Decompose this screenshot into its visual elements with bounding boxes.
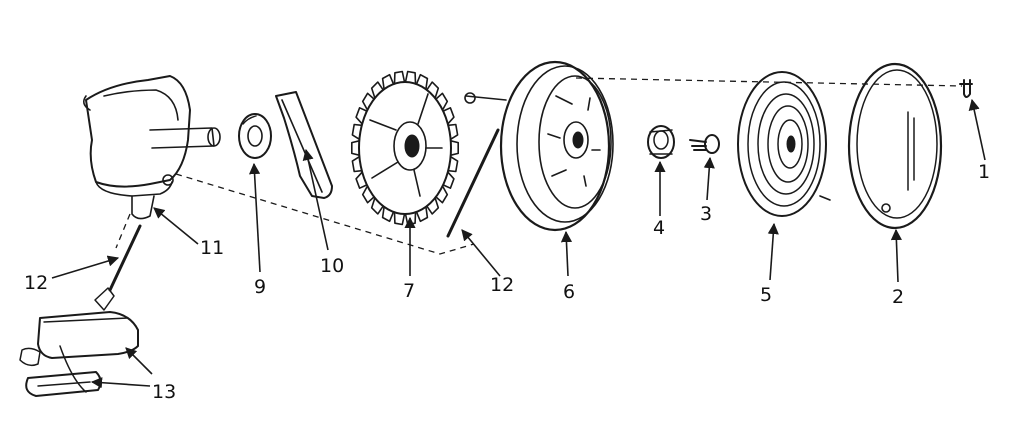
callout-labels: 1 2 3 4 5 6 7 9 10 11 12 12 13 <box>24 161 990 403</box>
callout-7: 7 <box>403 280 415 302</box>
callout-6: 6 <box>563 281 575 303</box>
sprocket-tooth <box>442 171 455 189</box>
callout-2: 2 <box>892 286 904 308</box>
washer-part <box>238 113 272 159</box>
rope-part <box>108 128 500 292</box>
sprocket-part <box>351 70 459 226</box>
sprocket-tooth <box>351 140 361 156</box>
recoil-spring-part <box>737 71 831 217</box>
sprocket-tooth <box>393 211 406 226</box>
callout-12-left: 12 <box>24 272 48 294</box>
sprocket-tooth <box>426 197 440 215</box>
callout-4: 4 <box>653 217 665 239</box>
assembly-lines <box>115 77 963 255</box>
sprocket-tooth <box>447 123 459 141</box>
callout-1: 1 <box>978 161 990 183</box>
sprocket-tooth <box>404 70 417 85</box>
retainer-part <box>647 125 675 159</box>
handle-part <box>19 287 139 397</box>
sprocket-tooth <box>435 185 449 204</box>
sprocket-tooth <box>351 123 363 141</box>
sprocket-tooth <box>415 206 429 223</box>
rivet-part <box>959 79 973 98</box>
callout-9: 9 <box>254 276 266 298</box>
callout-5: 5 <box>760 284 772 306</box>
callout-13: 13 <box>152 381 176 403</box>
callout-3: 3 <box>700 203 712 225</box>
sprocket-tooth <box>361 92 375 111</box>
screw-part <box>689 134 720 154</box>
spring-part <box>275 91 333 199</box>
leader-lines <box>51 98 986 389</box>
cover-part <box>847 62 943 230</box>
pulley-part <box>464 60 614 232</box>
housing-part <box>82 75 221 220</box>
sprocket-tooth <box>355 107 368 125</box>
sprocket-tooth <box>447 155 459 173</box>
callout-11: 11 <box>200 237 224 259</box>
sprocket-tooth <box>381 206 395 223</box>
sprocket-tooth <box>351 155 363 173</box>
sprocket-tooth <box>370 197 384 215</box>
sprocket-tooth <box>442 107 455 125</box>
sprocket-tooth <box>393 70 406 85</box>
sprocket-tooth <box>361 185 375 204</box>
sprocket-tooth <box>426 81 440 99</box>
sprocket-tooth <box>381 73 395 90</box>
sprocket-tooth <box>415 73 429 90</box>
callout-12-right: 12 <box>490 274 514 296</box>
sprocket-tooth <box>449 140 459 156</box>
sprocket-tooth <box>355 171 368 189</box>
callout-10: 10 <box>320 255 344 277</box>
sprocket-tooth <box>435 92 449 111</box>
sprocket-tooth <box>370 81 384 99</box>
